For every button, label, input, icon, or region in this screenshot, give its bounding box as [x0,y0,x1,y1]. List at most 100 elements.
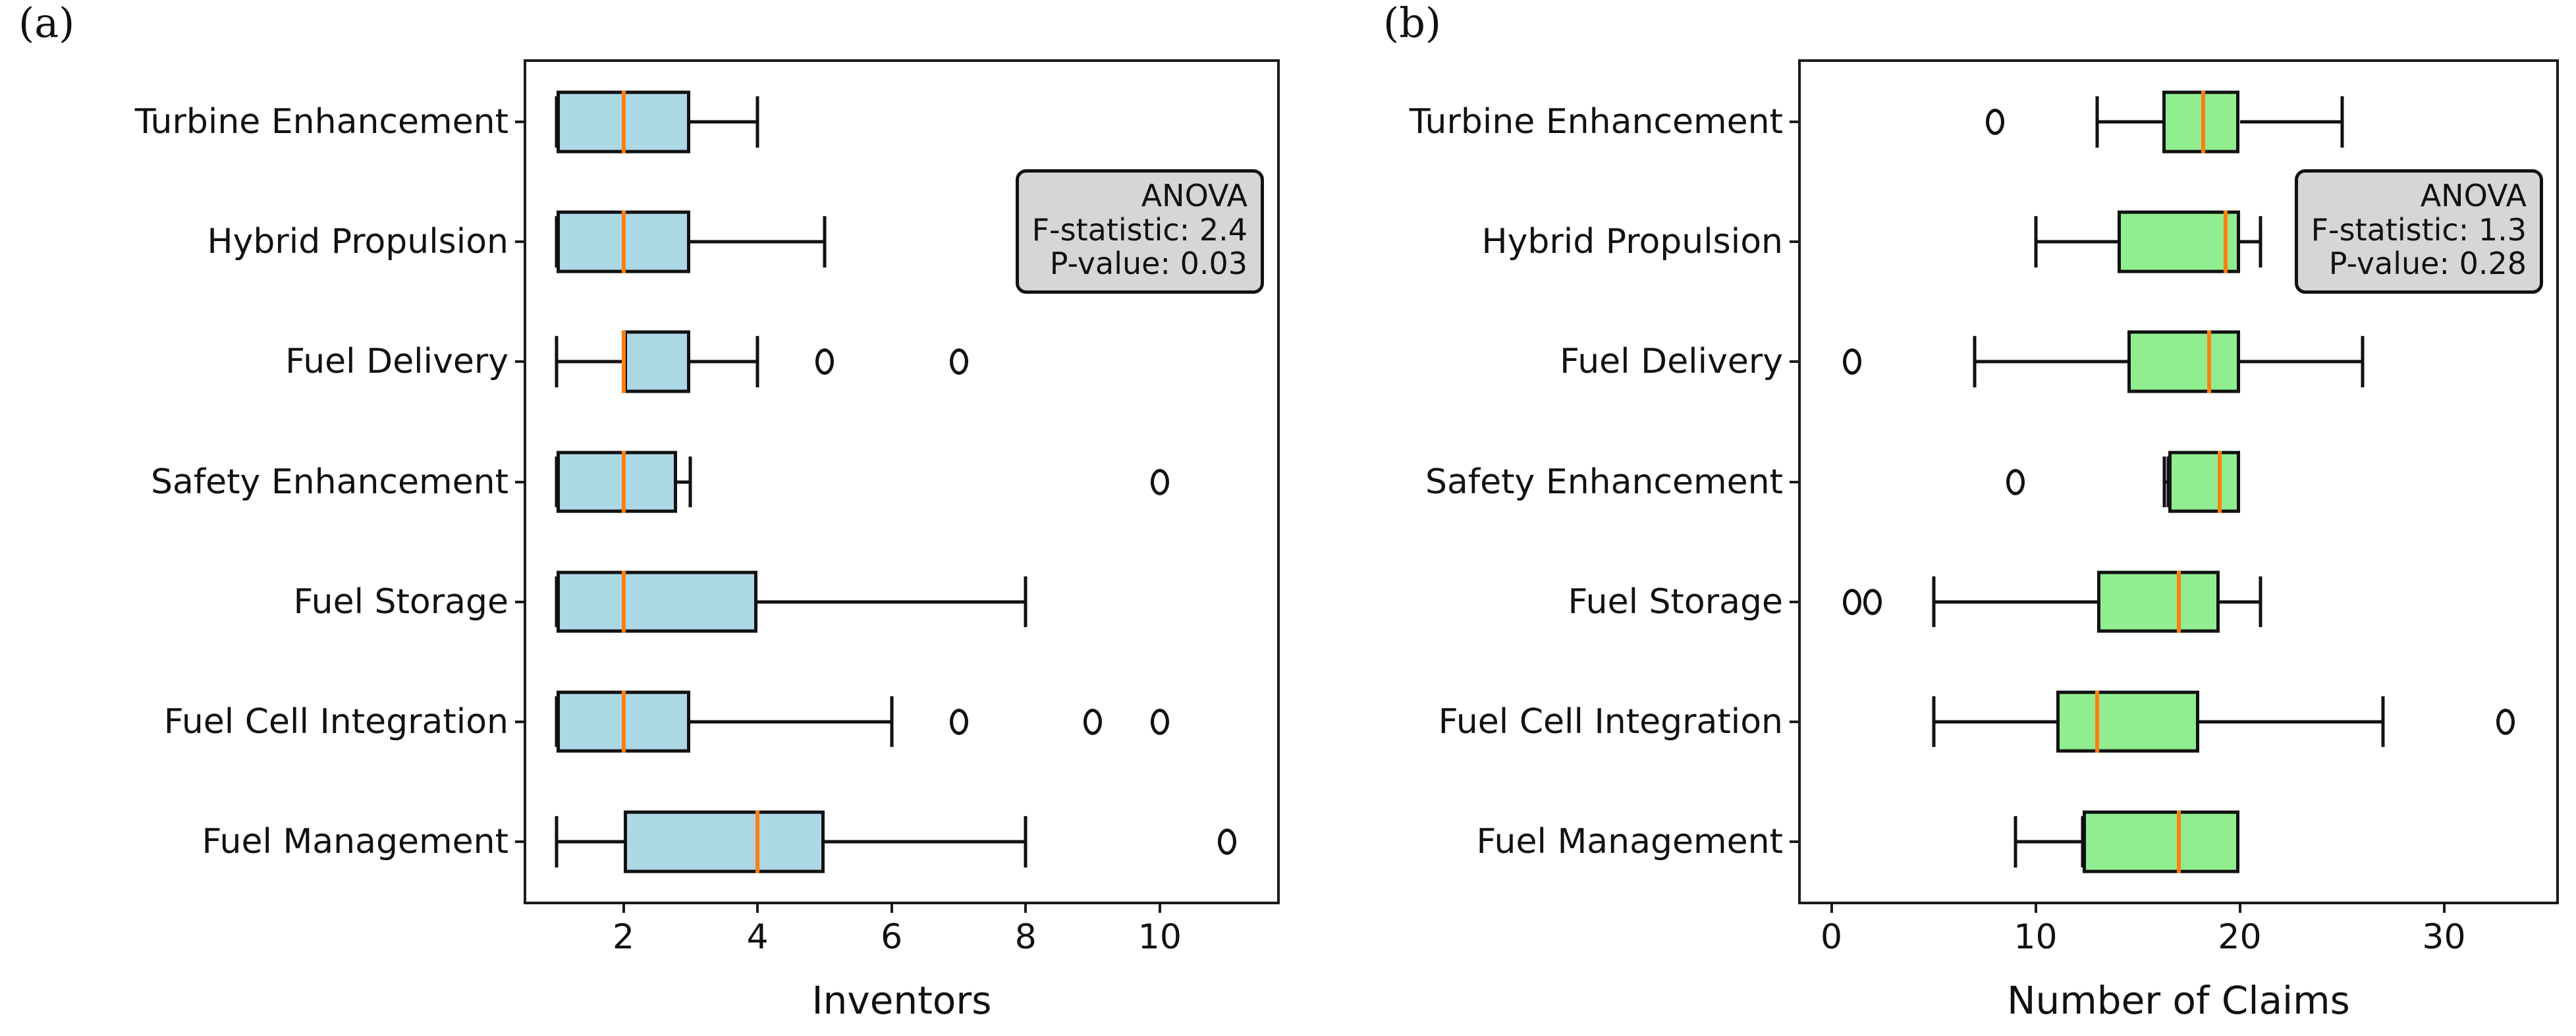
box [2082,810,2240,873]
outlier-marker [949,348,968,375]
y-tick-mark [515,600,526,603]
whisker-high-line [2219,600,2261,604]
whisker-high-line [690,120,758,124]
panel-a-label: (a) [18,0,75,47]
whisker-low-cap [2034,216,2037,268]
whisker-low-cap [2095,96,2098,148]
whisker-low-line [1933,600,2097,604]
median-line [621,690,626,753]
y-tick-label: Turbine Enhancement [1409,102,1783,142]
y-tick-mark [515,240,526,244]
whisker-high-cap [2259,216,2262,268]
outlier-marker [1842,588,1861,615]
outlier-marker [815,348,834,375]
panel-a-x-axis-title: Inventors [811,978,992,1023]
y-tick-label: Safety Enhancement [150,462,508,502]
y-tick-label: Fuel Delivery [285,342,508,382]
x-tick-mark [1830,902,1833,913]
x-tick-label: 30 [2422,917,2466,957]
whisker-high-cap [2340,96,2343,148]
whisker-low-cap [555,816,559,867]
median-line [2207,330,2211,393]
x-tick-mark [2034,902,2037,913]
y-tick-mark [1790,240,1801,244]
panel-b-x-axis-title: Number of Claims [2007,978,2350,1023]
panel-a-anova-annotation: ANOVA F-statistic: 2.4 P-value: 0.03 [1015,169,1264,294]
median-line [621,330,626,393]
y-tick-mark [1790,600,1801,603]
whisker-high-line [2199,720,2383,724]
whisker-low-line [2164,480,2168,483]
y-tick-mark [515,360,526,364]
box [2127,330,2240,393]
box [623,330,691,393]
whisker-low-cap [555,336,559,388]
box [623,810,825,873]
anova-pvalue: P-value: 0.03 [1049,246,1247,282]
y-tick-label: Fuel Cell Integration [1438,701,1783,742]
median-line [2201,90,2205,153]
whisker-low-cap [2162,456,2166,508]
x-tick-label: 6 [881,917,903,957]
whisker-low-cap [1973,336,1976,388]
median-line [2176,810,2181,873]
whisker-high-line [677,480,691,483]
whisker-high-cap [2259,576,2262,628]
y-tick-label: Hybrid Propulsion [207,222,508,262]
outlier-marker [1842,348,1861,375]
anova-fstat: F-statistic: 2.4 [1031,211,1247,248]
whisker-high-line [2239,120,2342,124]
whisker-high-cap [1024,576,1028,628]
median-line [621,450,626,513]
whisker-high-line [690,240,825,244]
y-tick-label: Fuel Storage [293,582,508,622]
outlier-marker [1083,708,1103,735]
whisker-low-cap [1932,695,1935,748]
panel-b-axes: ANOVA F-statistic: 1.3 P-value: 0.28 [1790,59,2559,913]
panel-b-anova-annotation: ANOVA F-statistic: 1.3 P-value: 0.28 [2294,169,2543,294]
box [556,450,677,513]
outlier-marker [1150,468,1169,495]
whisker-high-line [757,600,1026,604]
outlier-marker [1150,708,1169,735]
box [2162,90,2240,153]
x-tick-mark [890,902,893,913]
box [2117,210,2240,273]
box [2168,450,2240,513]
x-tick-label: 10 [2014,917,2058,957]
y-tick-mark [515,840,526,843]
panel-b-plot-area [1790,62,2556,913]
median-line [621,210,626,273]
y-tick-label: Fuel Management [1476,821,1783,861]
anova-fstat: F-statistic: 1.3 [2311,211,2527,248]
y-tick-mark [515,121,526,124]
x-tick-label: 10 [1137,917,1182,957]
y-tick-mark [1790,360,1801,364]
panel-a-axes: ANOVA F-statistic: 2.4 P-value: 0.03 [515,59,1280,913]
anova-pvalue: P-value: 0.28 [2328,246,2527,282]
anova-title: ANOVA [2420,178,2527,214]
whisker-high-cap [755,336,759,388]
whisker-high-line [690,360,758,364]
y-tick-mark [515,720,526,723]
x-tick-label: 4 [746,917,769,957]
y-tick-label: Turbine Enhancement [134,102,508,142]
y-tick-mark [1790,480,1801,483]
y-tick-label: Fuel Storage [1568,582,1783,622]
whisker-low-line [2035,240,2118,244]
y-tick-label: Hybrid Propulsion [1481,222,1783,262]
median-line [755,810,760,873]
panel-b-label: (b) [1383,0,1442,47]
whisker-low-line [2015,840,2083,844]
outlier-marker [2006,468,2025,495]
whisker-high-cap [688,456,692,508]
whisker-low-cap [1932,576,1935,628]
y-tick-mark [515,480,526,483]
whisker-high-line [690,720,892,724]
outlier-marker [1985,109,2004,136]
